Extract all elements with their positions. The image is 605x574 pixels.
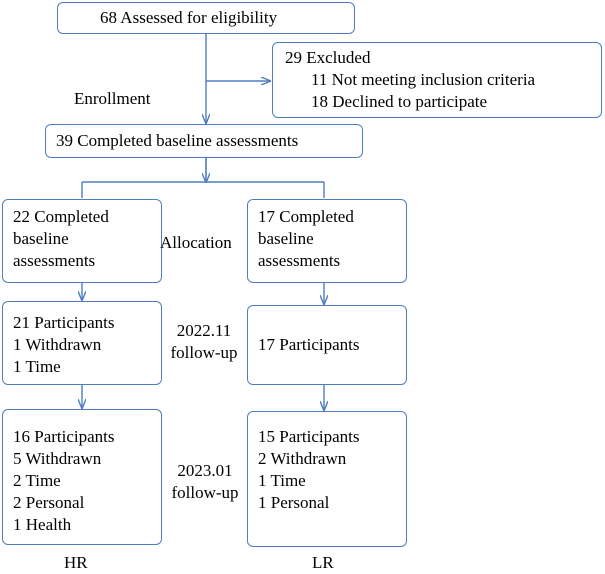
hr-allocation-box: 22 Completed baseline assessments [2, 199, 162, 283]
hr-allocation-line: assessments [13, 251, 96, 270]
hr-followup2-line: 16 Participants [13, 427, 115, 446]
allocation-stage-label: Allocation [160, 233, 232, 252]
excluded-reason: 11 Not meeting inclusion criteria [311, 70, 536, 89]
assessed-text: 68 Assessed for eligibility [100, 8, 278, 27]
baseline-text: 39 Completed baseline assessments [56, 131, 299, 150]
lr-followup2-line: 15 Participants [258, 427, 360, 446]
group-label-lr: LR [312, 553, 334, 572]
followup1-stage-date: 2022.11 [176, 321, 232, 340]
lr-followup2-line: 2 Withdrawn [258, 449, 347, 468]
lr-followup1-line: 17 Participants [258, 335, 360, 354]
hr-allocation-line: 22 Completed [13, 207, 109, 226]
lr-allocation-line: assessments [258, 251, 341, 270]
followup2-stage-date: 2023.01 [177, 461, 233, 480]
lr-followup2-line: 1 Time [258, 471, 306, 490]
enrollment-stage-label: Enrollment [74, 89, 151, 108]
hr-followup1-box: 21 Participants 1 Withdrawn 1 Time [2, 301, 162, 385]
lr-followup2-box: 15 Participants 2 Withdrawn 1 Time 1 Per… [247, 411, 407, 547]
group-label-hr: HR [64, 553, 88, 572]
assessed-box: 68 Assessed for eligibility [57, 2, 355, 34]
hr-allocation-line: baseline [13, 229, 69, 248]
hr-followup1-line: 1 Time [13, 357, 61, 376]
followup2-stage-text: follow-up [171, 483, 239, 502]
lr-followup2-line: 1 Personal [258, 493, 330, 512]
lr-allocation-box: 17 Completed baseline assessments [247, 199, 407, 283]
hr-followup2-line: 2 Personal [13, 493, 85, 512]
baseline-box: 39 Completed baseline assessments [45, 124, 363, 158]
followup1-stage-text: follow-up [170, 343, 238, 362]
hr-followup2-box: 16 Participants 5 Withdrawn 2 Time 2 Per… [2, 409, 162, 545]
followup2-stage-label: 2023.01 follow-up [164, 460, 246, 504]
followup1-stage-label: 2022.11 follow-up [164, 320, 244, 364]
hr-followup2-line: 5 Withdrawn [13, 449, 102, 468]
excluded-reason: 18 Declined to participate [311, 92, 488, 111]
excluded-title: 29 Excluded [285, 48, 371, 67]
hr-followup1-line: 21 Participants [13, 313, 115, 332]
lr-allocation-line: baseline [258, 229, 314, 248]
lr-allocation-line: 17 Completed [258, 207, 354, 226]
hr-followup1-line: 1 Withdrawn [13, 335, 102, 354]
excluded-box: 29 Excluded 11 Not meeting inclusion cri… [272, 42, 602, 118]
hr-followup2-line: 2 Time [13, 471, 61, 490]
lr-followup1-box: 17 Participants [247, 305, 407, 385]
hr-followup2-line: 1 Health [13, 515, 72, 534]
